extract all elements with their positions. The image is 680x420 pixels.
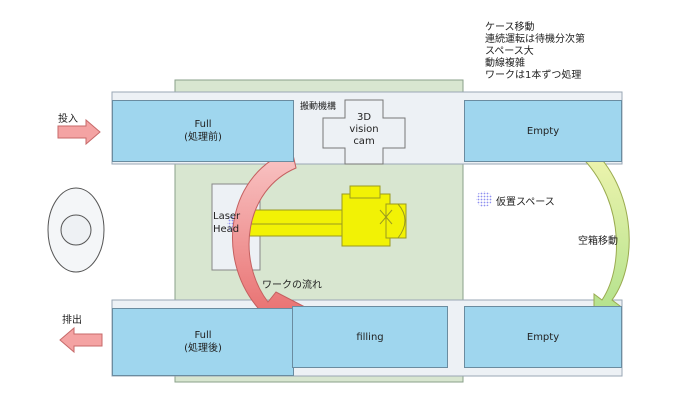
vision-cam-cross (322, 99, 406, 165)
empty-top-box: Empty (464, 100, 622, 162)
note-item: スペース大 (485, 46, 534, 57)
filling-box: filling (292, 306, 448, 368)
vision-sub2-label: cam (353, 136, 375, 147)
empty-top-label: Empty (526, 125, 560, 137)
note-item: ケース移動 (485, 22, 535, 33)
laser-head-text: Laser Head (213, 210, 240, 236)
full-top-label: Full (194, 119, 212, 130)
laser-label: Laser (213, 211, 241, 222)
notes-list: ケース移動 連続運転は待機分次第 スペース大 動線複雑 ワークは1本ずつ処理 (485, 22, 585, 82)
empty-case-move-label: 空箱移動 (578, 236, 618, 247)
vision-label: 3D (356, 112, 372, 123)
input-arrow (57, 118, 101, 146)
note-item: ワークは1本ずつ処理 (485, 70, 582, 81)
full-bottom-sub: (処理後) (184, 343, 222, 354)
empty-bottom-label: Empty (526, 331, 560, 343)
full-bottom-label: Full (194, 330, 212, 341)
vision-sub-label: vision (349, 124, 379, 135)
note-item: 連続運転は待機分次第 (485, 34, 585, 45)
work-flow-label: ワークの流れ (262, 280, 322, 291)
vision-mechanism-label: 搬動機構 (300, 102, 337, 112)
output-label: 排出 (62, 315, 82, 326)
empty-bottom-box: Empty (464, 306, 622, 368)
output-arrow (59, 326, 103, 354)
full-top-box: Full (処理前) (112, 100, 294, 162)
vision-cam-text: 3D vision cam (345, 112, 383, 148)
temp-space-marker (476, 191, 492, 207)
laser-sub-label: Head (213, 224, 240, 235)
operator-icon (47, 187, 105, 273)
input-label: 投入 (58, 114, 78, 125)
note-item: 動線複雑 (485, 58, 525, 69)
temp-space-label: 仮置スペース (496, 197, 555, 208)
full-bottom-box: Full (処理後) (112, 308, 294, 376)
full-top-sub: (処理前) (184, 132, 222, 143)
filling-label: filling (356, 331, 384, 343)
